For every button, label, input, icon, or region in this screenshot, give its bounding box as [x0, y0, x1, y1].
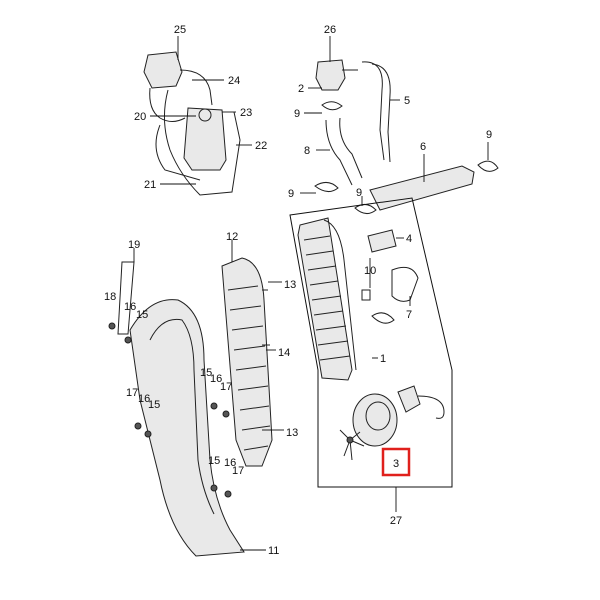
side-cover-inner	[149, 318, 215, 515]
callout-16b: 16	[210, 373, 222, 385]
fan-shroud-inner	[365, 401, 391, 431]
bracket-strap	[117, 261, 135, 335]
thermostat-housing	[315, 59, 346, 91]
fan-shroud	[352, 393, 398, 447]
radiator-grille	[221, 257, 273, 467]
overflow-hose-top	[179, 69, 213, 106]
callout-13b: 13	[286, 427, 298, 439]
washer-16a	[124, 336, 132, 344]
side-cover	[108, 261, 245, 557]
callout-24: 24	[228, 75, 240, 87]
callout-20: 20	[134, 111, 146, 123]
side-cover-panel	[129, 299, 245, 557]
callout-10: 10	[364, 265, 376, 277]
callout-13a: 13	[284, 279, 296, 291]
hose-clamp-low	[371, 312, 395, 324]
bolt-18	[108, 322, 116, 330]
fan-motor	[397, 385, 421, 413]
callout-9a: 9	[294, 108, 300, 120]
callout-5: 5	[404, 95, 410, 107]
hose-clamp-right	[477, 160, 499, 172]
thermostat-and-hoses	[314, 59, 499, 214]
callout-19: 19	[128, 239, 140, 251]
bypass-hose	[361, 61, 385, 161]
callout-22: 22	[255, 140, 267, 152]
callout-17a: 17	[220, 381, 232, 393]
callout-23: 23	[240, 107, 252, 119]
reservoir-neck	[149, 87, 186, 122]
radiator-cap-fitting	[367, 229, 397, 253]
callout-16d: 16	[224, 457, 236, 469]
washer-16b	[144, 430, 152, 438]
highlight-label: 3	[393, 458, 399, 470]
callout-16c: 16	[138, 393, 150, 405]
callout-15c: 15	[148, 399, 160, 411]
radiator-tank-left	[323, 219, 357, 371]
callout-1: 1	[380, 353, 386, 365]
callout-17b: 17	[126, 387, 138, 399]
callout-15b: 15	[200, 367, 212, 379]
callout-6: 6	[420, 141, 426, 153]
drain-bolt	[361, 289, 371, 301]
callout-15a: 15	[136, 309, 148, 321]
fan-hub	[346, 436, 354, 444]
bolt-17b	[222, 410, 230, 418]
callout-25: 25	[174, 24, 186, 36]
hose-clamp-top	[321, 101, 343, 111]
callout-9d: 9	[356, 187, 362, 199]
callout-17c: 17	[232, 465, 244, 477]
radiator-fins	[303, 235, 351, 361]
callout-27: 27	[390, 515, 402, 527]
fan-blade	[339, 429, 365, 461]
reservoir-cap	[143, 51, 183, 89]
callout-9b: 9	[486, 129, 492, 141]
reservoir-tank	[183, 107, 227, 171]
coolant-reservoir-group	[143, 51, 241, 196]
grommet-15a	[210, 402, 218, 410]
radiator-assembly	[289, 197, 453, 488]
callout-2: 2	[298, 83, 304, 95]
callout-8: 8	[304, 145, 310, 157]
reservoir-bracket	[164, 89, 241, 196]
callout-9c: 9	[288, 188, 294, 200]
callout-4: 4	[406, 233, 412, 245]
reservoir-level-sensor	[198, 108, 212, 122]
grille-body	[221, 257, 273, 467]
hose-clamp-mid	[314, 182, 339, 192]
callout-14: 14	[278, 347, 290, 359]
reservoir-hose-lower	[155, 124, 201, 181]
bolt-17a	[134, 422, 142, 430]
radiator-inlet-hose	[325, 119, 353, 186]
radiator-inlet-hose-edge	[339, 117, 363, 179]
grille-slats	[227, 285, 271, 451]
elbow-hose	[391, 266, 419, 302]
radiator-core	[297, 217, 353, 381]
bolt-17c	[224, 490, 232, 498]
main-coolant-hose	[369, 165, 475, 211]
callout-26: 26	[324, 24, 336, 36]
fan-wire	[417, 395, 445, 419]
leader-lines	[133, 36, 489, 551]
radiator-group-frame	[289, 197, 453, 488]
callout-labels: 25 24 23 22 20 21 26 2 5 9 8 9 6 9 9 4 1…	[104, 24, 492, 557]
callout-16a: 16	[124, 301, 136, 313]
callout-12: 12	[226, 231, 238, 243]
callout-7: 7	[406, 309, 412, 321]
grommet-15b	[210, 484, 218, 492]
callout-11: 11	[268, 545, 279, 557]
callout-15d: 15	[208, 455, 220, 467]
cooling-fan-group	[339, 385, 445, 461]
callout-18: 18	[104, 291, 116, 303]
bypass-hose-edge	[371, 63, 391, 163]
highlight-box	[381, 447, 411, 477]
callout-21: 21	[144, 179, 156, 191]
